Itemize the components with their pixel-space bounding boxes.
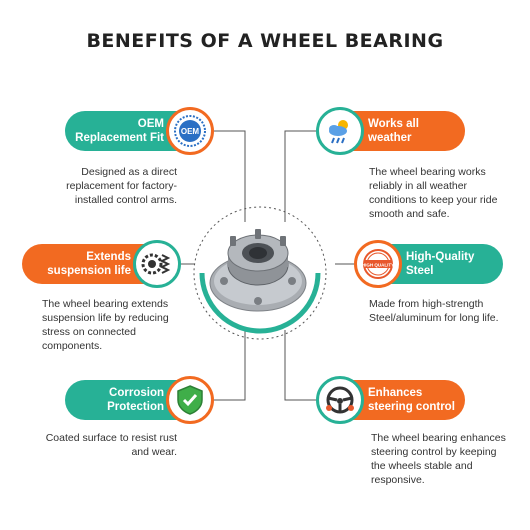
weather-icon bbox=[316, 107, 364, 155]
benefit-description: The wheel bearing works reliably in all … bbox=[369, 166, 498, 220]
suspension-gear-icon bbox=[133, 240, 181, 288]
benefit-label: Corrosion Protection bbox=[107, 387, 164, 413]
oem-badge-text: OEM bbox=[181, 127, 200, 136]
benefit-description: Made from high-strength Steel/aluminum f… bbox=[369, 298, 499, 324]
benefit-pill-oem-fit: OEM Replacement Fit OEM bbox=[65, 107, 214, 155]
benefit-description: Coated surface to resist rust and wear. bbox=[45, 432, 177, 458]
benefit-pill-steering-control: Enhances steering control bbox=[316, 376, 465, 424]
wheel-bearing-hub bbox=[190, 203, 330, 343]
benefit-label: OEM Replacement Fit bbox=[75, 118, 164, 144]
benefit-pill-all-weather: Works all weather bbox=[316, 107, 465, 155]
quality-stamp-icon: HIGH QUALITY bbox=[354, 240, 402, 288]
benefit-description: The wheel bearing extends suspension lif… bbox=[42, 298, 169, 352]
benefit-label: Works all weather bbox=[368, 118, 419, 144]
benefit-pill-high-quality-steel: HIGH QUALITY High-Quality Steel bbox=[354, 240, 503, 288]
oem-seal-icon: OEM bbox=[166, 107, 214, 155]
benefit-label: High-Quality Steel bbox=[406, 251, 475, 277]
benefit-pill-suspension-life: Extends suspension life bbox=[22, 240, 181, 288]
benefit-pill-corrosion-protection: Corrosion Protection bbox=[65, 376, 214, 424]
benefit-description: The wheel bearing enhances steering cont… bbox=[371, 432, 506, 486]
wheel-bearing-image bbox=[193, 206, 327, 340]
benefit-label: Extends suspension life bbox=[47, 251, 131, 277]
benefit-description: Designed as a direct replacement for fac… bbox=[66, 166, 177, 206]
quality-badge-text: HIGH QUALITY bbox=[362, 263, 394, 268]
steering-wheel-icon bbox=[316, 376, 364, 424]
benefit-label: Enhances steering control bbox=[368, 387, 455, 413]
shield-check-icon bbox=[166, 376, 214, 424]
page-title: BENEFITS OF A WHEEL BEARING bbox=[86, 30, 444, 52]
